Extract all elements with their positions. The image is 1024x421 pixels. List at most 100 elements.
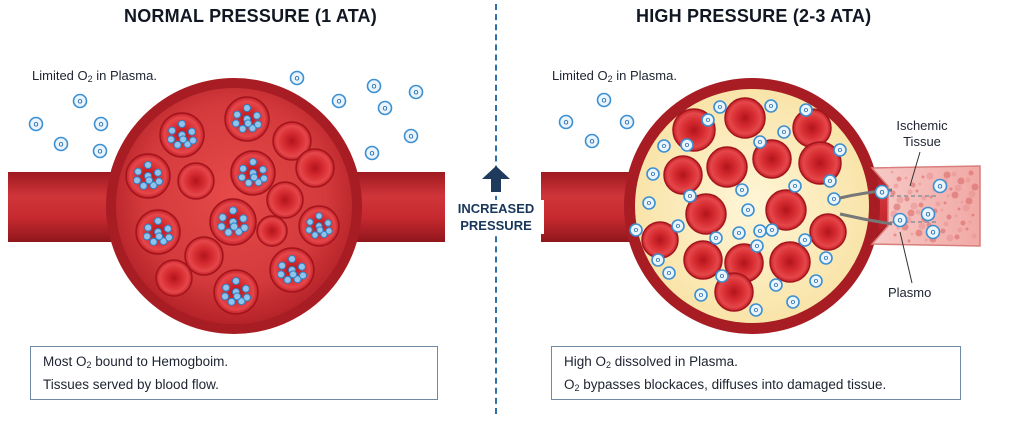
tissue-texture-dot <box>935 201 941 207</box>
tissue-texture-dot <box>957 177 965 185</box>
tissue-texture-dot <box>949 187 953 191</box>
tissue-texture-dot <box>915 229 923 237</box>
bound-oxygen-dot <box>231 276 241 286</box>
tissue-texture-dot <box>960 200 964 204</box>
bound-oxygen-dot <box>248 124 257 133</box>
bound-oxygen-dot <box>242 103 252 113</box>
svg-text:O: O <box>685 143 690 149</box>
oxygen-molecule-icon: O <box>366 78 382 94</box>
oxygen-molecule-icon: O <box>833 143 847 157</box>
bound-oxygen-dot <box>259 174 269 183</box>
svg-text:O: O <box>409 133 414 140</box>
svg-text:O: O <box>755 244 760 250</box>
tissue-texture-dot <box>896 196 904 204</box>
tissue-texture-dot <box>946 234 954 242</box>
oxygen-molecule-icon: O <box>925 224 941 240</box>
bound-oxygen-dot <box>187 127 196 136</box>
svg-text:O: O <box>647 201 652 207</box>
svg-text:O: O <box>99 121 104 128</box>
svg-text:O: O <box>676 224 681 230</box>
bound-oxygen-dot <box>258 165 267 174</box>
svg-text:O: O <box>838 148 843 154</box>
tissue-texture-dot <box>918 182 922 186</box>
oxygen-molecule-icon: O <box>72 93 88 109</box>
svg-text:O: O <box>706 118 711 124</box>
tissue-texture-dot <box>943 201 947 205</box>
svg-text:O: O <box>938 183 943 190</box>
tissue-texture-dot <box>896 176 902 182</box>
red-blood-cell <box>184 236 224 276</box>
svg-text:O: O <box>372 83 377 90</box>
tissue-texture-dot <box>915 209 921 215</box>
tissue-texture-dot <box>971 183 979 191</box>
red-blood-cell <box>706 146 748 188</box>
oxygen-molecule-icon: O <box>662 266 676 280</box>
high-pressure-title: HIGH PRESSURE (2-3 ATA) <box>636 6 872 26</box>
tissue-texture-dot <box>929 195 933 199</box>
bound-oxygen-dot <box>227 297 236 306</box>
oxygen-molecule-icon: O <box>558 114 574 130</box>
oxygen-molecule-icon: O <box>809 274 823 288</box>
bound-oxygen-dot <box>325 227 333 235</box>
svg-text:O: O <box>590 138 595 145</box>
ischemic-tissue-label: Ischemic Tissue <box>896 118 948 149</box>
bound-oxygen-dot <box>217 222 226 231</box>
oxygen-molecule-icon: O <box>874 184 890 200</box>
svg-text:O: O <box>782 130 787 136</box>
bound-oxygen-dot <box>311 231 319 239</box>
oxygen-molecule-icon: O <box>694 288 708 302</box>
bound-oxygen-dot <box>163 224 172 233</box>
svg-text:O: O <box>769 104 774 110</box>
bound-oxygen-dot <box>305 226 313 234</box>
oxygen-molecule-icon: O <box>713 100 727 114</box>
oxygen-molecule-icon: O <box>753 224 767 238</box>
tissue-texture-dot <box>907 189 913 195</box>
red-blood-cell <box>256 215 288 247</box>
bound-oxygen-dot <box>239 164 248 173</box>
bound-oxygen-dot <box>179 135 188 144</box>
oxygen-molecule-icon: O <box>819 251 833 265</box>
svg-text:O: O <box>926 211 931 218</box>
bound-oxygen-dot <box>244 178 253 187</box>
tissue-leader-line <box>909 151 921 187</box>
svg-text:O: O <box>898 217 903 224</box>
red-blood-cell <box>752 139 792 179</box>
svg-text:O: O <box>824 256 829 262</box>
svg-text:O: O <box>383 105 388 112</box>
oxygen-molecule-icon: O <box>93 116 109 132</box>
bound-oxygen-dot <box>234 227 243 236</box>
normal-pressure-title: NORMAL PRESSURE (1 ATA) <box>124 6 377 26</box>
tissue-texture-dot <box>965 177 971 183</box>
svg-text:O: O <box>718 105 723 111</box>
oxygen-molecule-icon: O <box>408 84 424 100</box>
bound-oxygen-dot <box>139 181 148 190</box>
tissue-texture-dot <box>893 183 899 189</box>
tissue-texture-dot <box>918 202 924 208</box>
tissue-texture-dot <box>907 239 911 243</box>
tissue-texture-dot <box>968 220 972 224</box>
bound-oxygen-dot <box>166 135 176 144</box>
svg-text:O: O <box>931 229 936 236</box>
tissue-texture-dot <box>918 222 926 230</box>
svg-text:O: O <box>688 194 693 200</box>
bound-oxygen-dot <box>222 283 231 292</box>
oxygen-molecule-icon: O <box>786 295 800 309</box>
tissue-texture-dot <box>896 226 900 230</box>
red-blood-cell <box>663 155 703 195</box>
bound-oxygen-dot <box>173 140 182 149</box>
tissue-texture-dot <box>893 203 901 211</box>
bound-oxygen-dot <box>224 228 233 237</box>
red-blood-cell <box>685 193 727 235</box>
tissue-texture-dot <box>965 197 973 205</box>
svg-text:O: O <box>662 144 667 150</box>
oxygen-molecule-icon: O <box>750 239 764 253</box>
oxygen-molecule-icon: O <box>788 179 802 193</box>
tissue-texture-dot <box>893 233 897 237</box>
red-blood-cell <box>769 241 811 283</box>
bound-oxygen-dot <box>298 271 308 280</box>
svg-text:O: O <box>337 98 342 105</box>
tissue-texture-dot <box>921 175 925 179</box>
svg-text:O: O <box>667 271 672 277</box>
bound-oxygen-dot <box>315 212 323 220</box>
